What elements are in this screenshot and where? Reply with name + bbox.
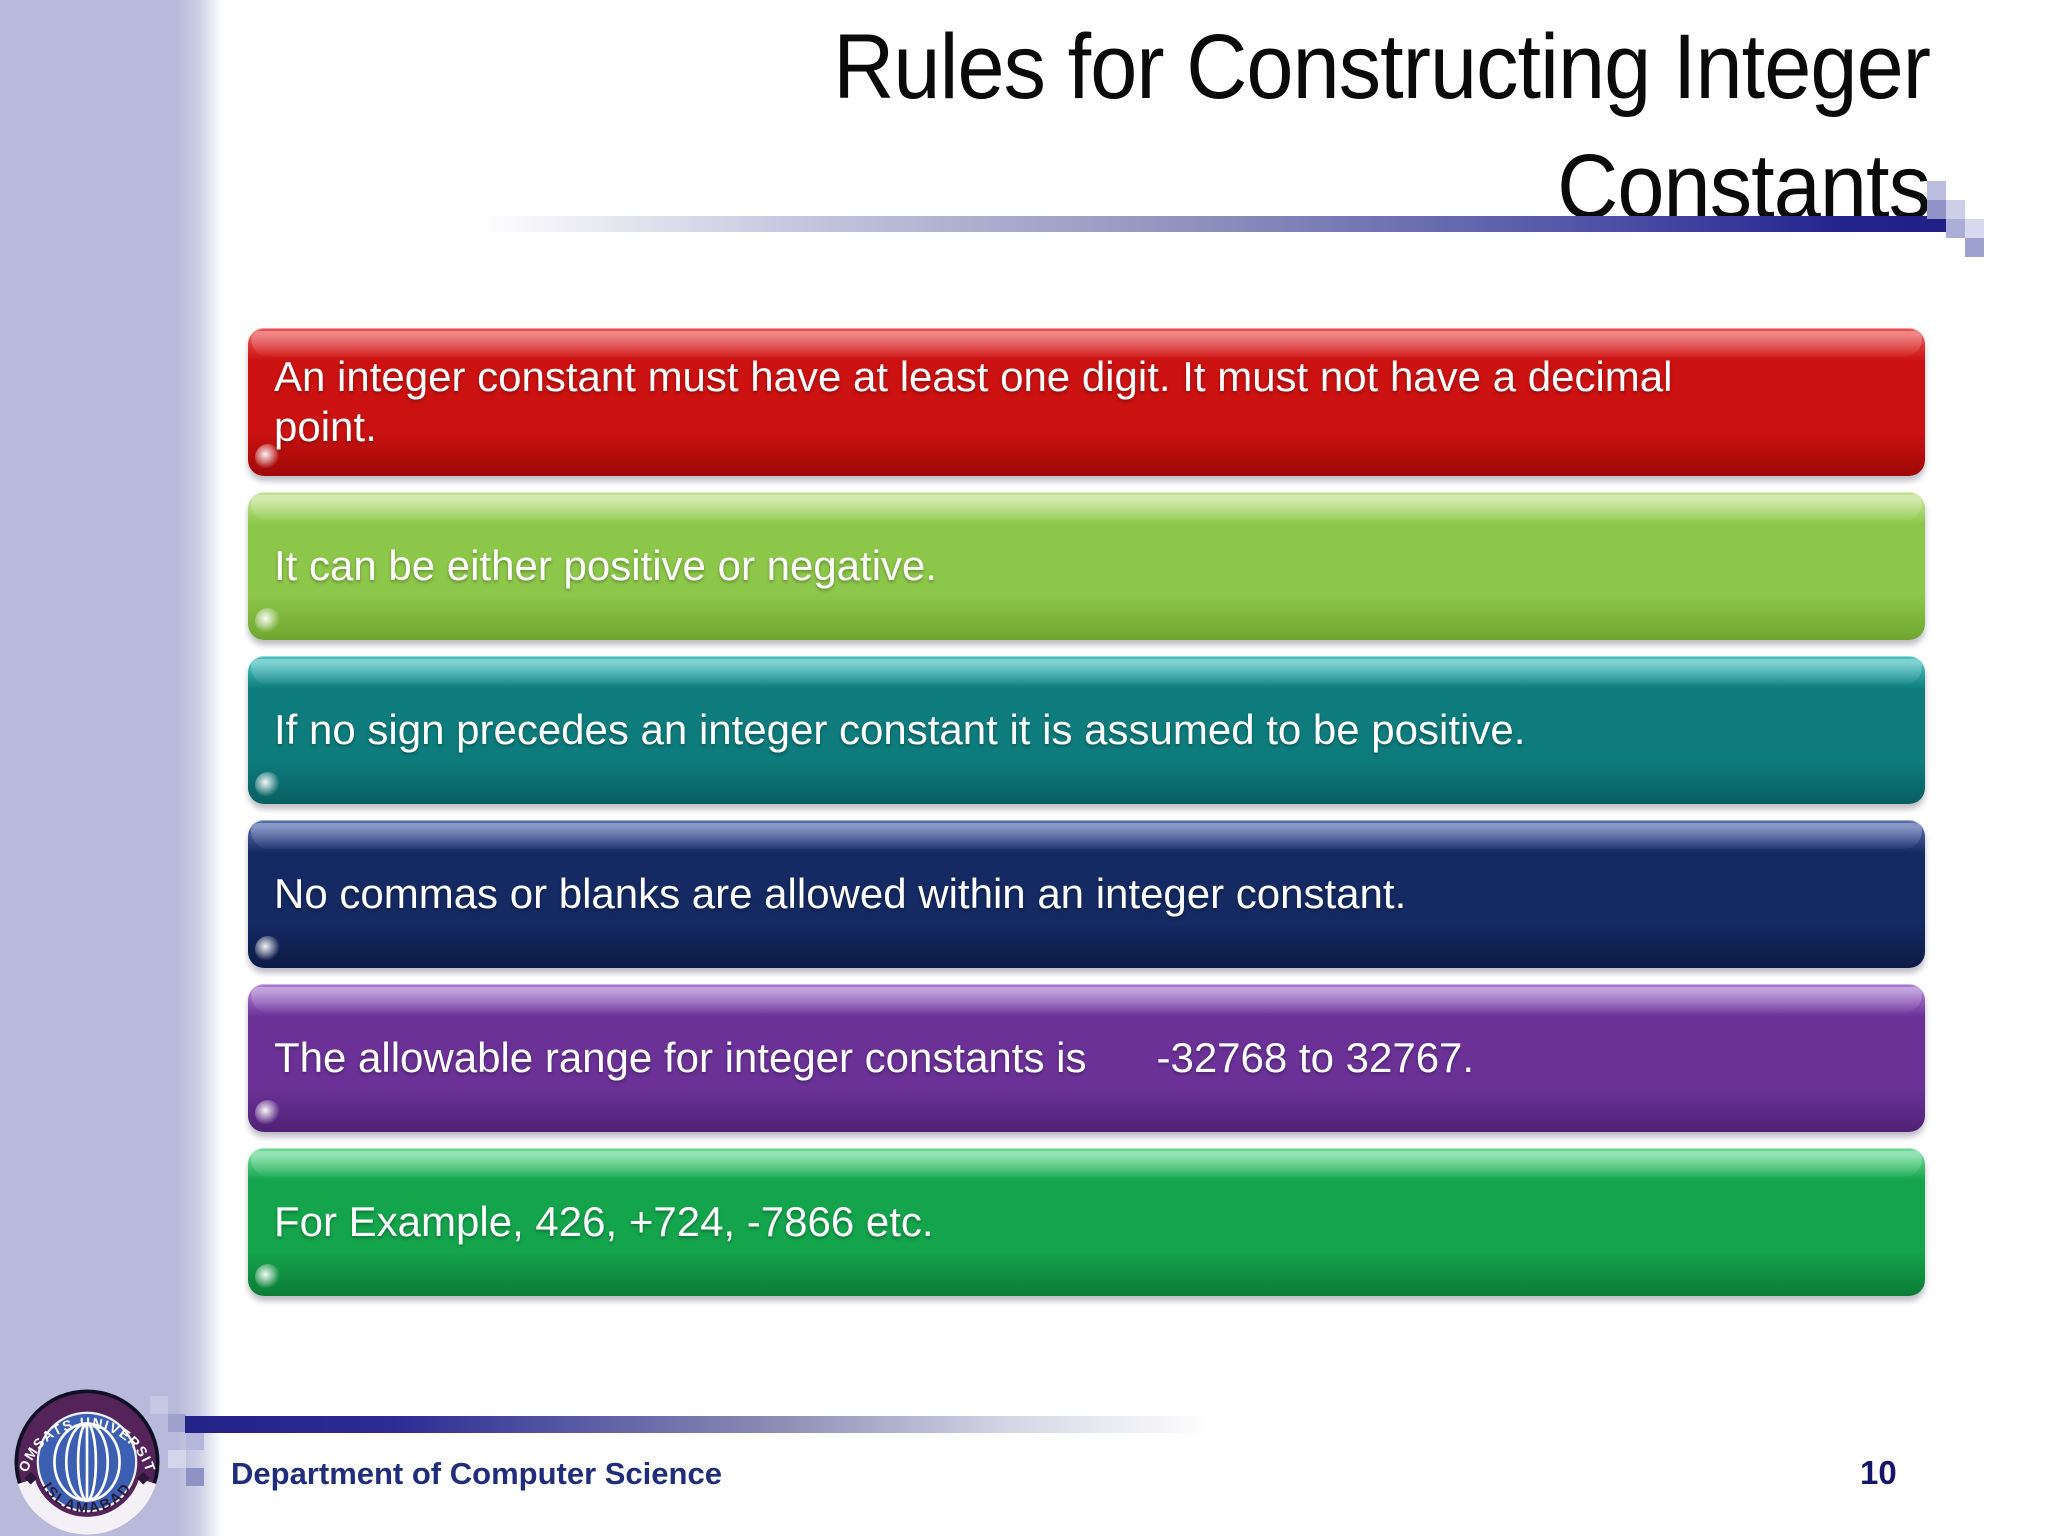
rule-text: It can be either positive or negative.: [274, 542, 938, 590]
left-sidebar-stripe: [0, 0, 222, 1536]
rule-bar: For Example, 426, +724, -7866 etc.: [248, 1148, 1925, 1296]
pixel-square: [168, 1414, 186, 1432]
footer-department-label: Department of Computer Science: [231, 1456, 722, 1491]
pixel-square: [1946, 219, 1965, 238]
page-number: 10: [1860, 1454, 1897, 1491]
rule-text: If no sign precedes an integer constant …: [274, 706, 1526, 754]
pixel-square: [168, 1450, 186, 1468]
rule-bar: An integer constant must have at least o…: [248, 328, 1925, 476]
rule-text: An integer constant must have at least o…: [274, 353, 1673, 450]
pixel-square: [186, 1468, 204, 1486]
rules-list: An integer constant must have at least o…: [248, 328, 1925, 1296]
pixel-square: [186, 1432, 204, 1450]
rule-bar: The allowable range for integer constant…: [248, 984, 1925, 1132]
footer-divider-line: [185, 1416, 1500, 1433]
comsats-university-logo-icon: COMSATS UNIVERSITY ISLAMABAD: [13, 1388, 160, 1535]
title-underline: [478, 216, 1947, 232]
rule-text: The allowable range for integer constant…: [274, 1034, 1475, 1082]
slide-title-line1: Rules for Constructing Integer: [833, 16, 1931, 118]
rule-text: For Example, 426, +724, -7866 etc.: [274, 1198, 934, 1246]
globe-icon: [53, 1422, 121, 1502]
pixel-square: [1965, 238, 1984, 257]
pixel-square: [1965, 219, 1984, 238]
pixel-square: [1927, 200, 1946, 219]
slide-title: Rules for Constructing Integer Constants: [430, 8, 1931, 247]
rule-bar: No commas or blanks are allowed within a…: [248, 820, 1925, 968]
pixel-square: [150, 1396, 168, 1414]
rule-text: No commas or blanks are allowed within a…: [274, 870, 1407, 918]
rule-bar: It can be either positive or negative.: [248, 492, 1925, 640]
rule-bar: If no sign precedes an integer constant …: [248, 656, 1925, 804]
pixel-square: [1927, 181, 1946, 200]
pixel-square: [1946, 200, 1965, 219]
